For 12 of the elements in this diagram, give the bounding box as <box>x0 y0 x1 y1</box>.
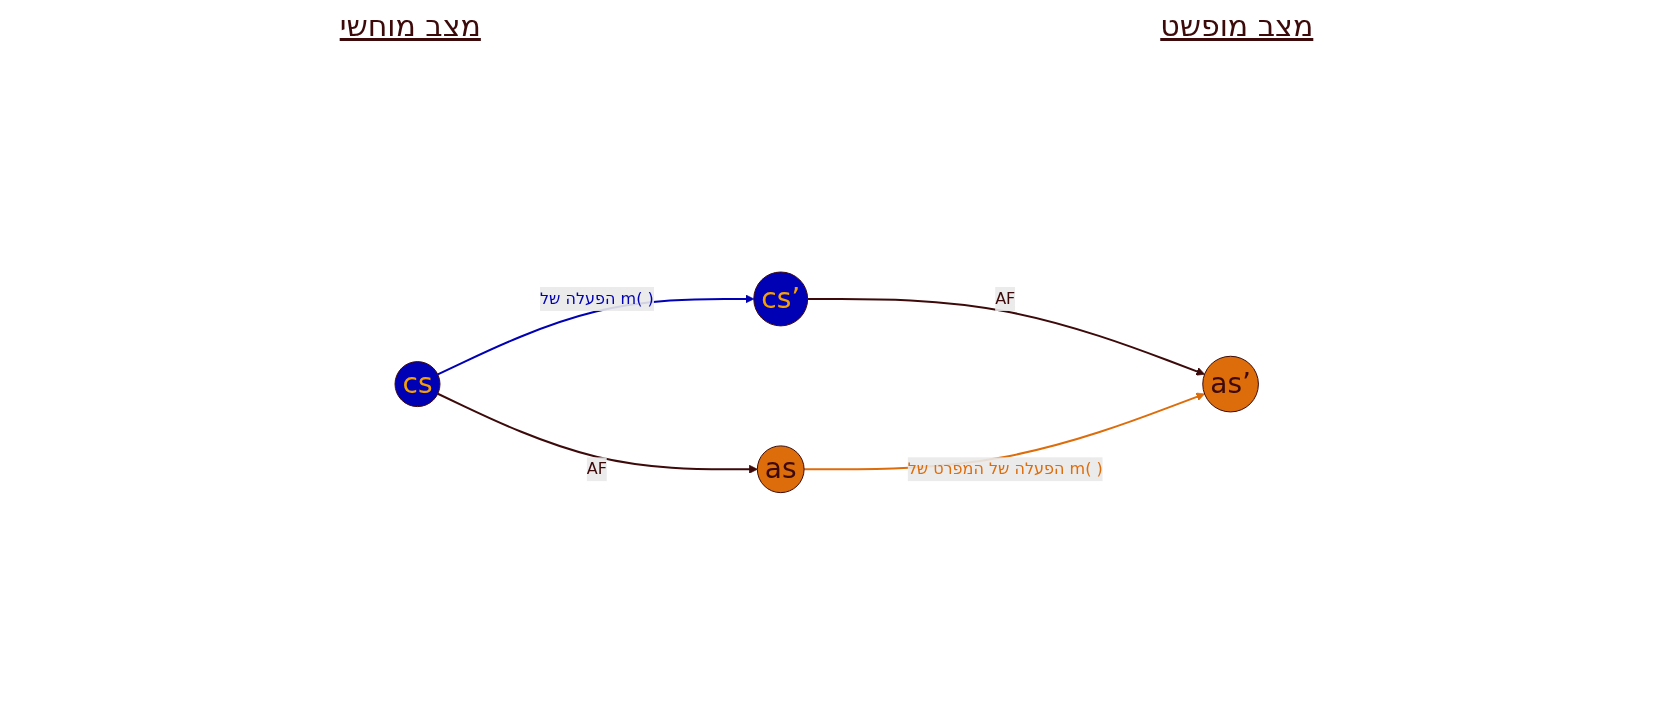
column-heading: מצב מופשט <box>1160 8 1314 45</box>
arrow <box>436 392 758 474</box>
edge-label: הפעלה של m( ) <box>539 288 654 308</box>
edge-label: הפעלה של המפרט של m( ) <box>907 458 1103 478</box>
node-circle: as’ <box>1202 355 1259 413</box>
edge-label: AF <box>586 458 607 478</box>
node-circle: as <box>756 445 805 493</box>
node-circle: cs <box>394 360 441 407</box>
edge-label: AF <box>994 288 1016 308</box>
column-heading: מצב מוחשי <box>339 8 481 45</box>
arrow <box>806 297 1205 376</box>
node-circle: cs’ <box>753 271 808 327</box>
